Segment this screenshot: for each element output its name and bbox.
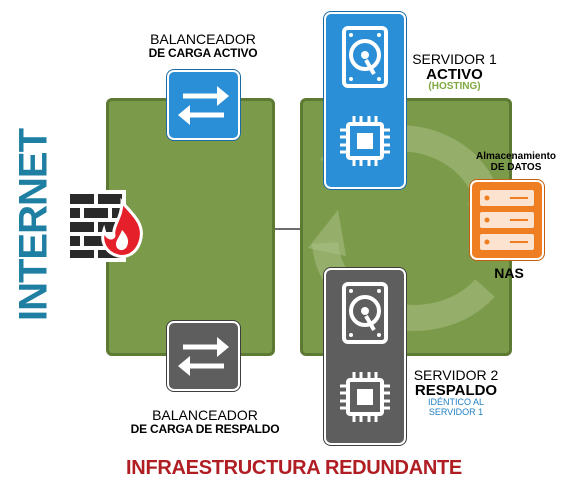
hard-drive-icon: [342, 26, 388, 88]
storage-label: Almacenamiento DE DATOS: [452, 151, 580, 173]
server2-note-line2: SERVIDOR 1: [428, 406, 484, 417]
cpu-chip-icon: [340, 116, 390, 166]
lb-backup-tile[interactable]: [167, 321, 240, 391]
swap-arrows-icon: [178, 86, 229, 125]
server-rack-icon: [480, 190, 534, 250]
internet-label: INTERNET: [11, 129, 56, 321]
lb-backup-line2: DE CARGA DE RESPALDO: [130, 421, 280, 436]
panel-connector-line: [275, 228, 300, 230]
server2-label: SERVIDOR 2 RESPALDO IDÉNTICO AL SERVIDOR…: [402, 368, 510, 417]
lb-backup-line1: BALANCEADOR: [152, 407, 258, 423]
firewall-icon: [66, 190, 144, 262]
nas-device[interactable]: [470, 180, 544, 260]
internet-label-wrap: INTERNET: [12, 129, 56, 321]
cpu-chip-icon: [340, 372, 390, 422]
footer-title: INFRAESTRUCTURA REDUNDANTE: [126, 457, 462, 479]
storage-line2: DE DATOS: [490, 161, 542, 173]
server2-status: RESPALDO: [414, 381, 498, 399]
nas-label: NAS: [494, 265, 524, 281]
lb-active-line2: DE CARGA ACTIVO: [148, 45, 258, 60]
server1-card[interactable]: [324, 12, 406, 189]
server1-status: ACTIVO: [426, 65, 483, 83]
lb-backup-label: BALANCEADOR DE CARGA DE RESPALDO: [120, 408, 290, 435]
lb-active-label: BALANCEADOR DE CARGA ACTIVO: [128, 32, 278, 59]
storage-line1: Almacenamiento: [475, 151, 557, 162]
server1-note: (HOSTING): [428, 81, 481, 93]
lb-active-tile[interactable]: [167, 70, 240, 140]
swap-arrows-icon: [178, 337, 229, 376]
server1-label: SERVIDOR 1 ACTIVO (HOSTING): [402, 52, 507, 93]
lb-active-line1: BALANCEADOR: [150, 31, 256, 47]
server2-card[interactable]: [324, 268, 406, 445]
server2-name: SERVIDOR 2: [413, 367, 499, 383]
server1-name: SERVIDOR 1: [412, 51, 497, 67]
server2-note-line1: IDÉNTICO AL: [427, 397, 484, 408]
hard-drive-icon: [342, 282, 388, 344]
